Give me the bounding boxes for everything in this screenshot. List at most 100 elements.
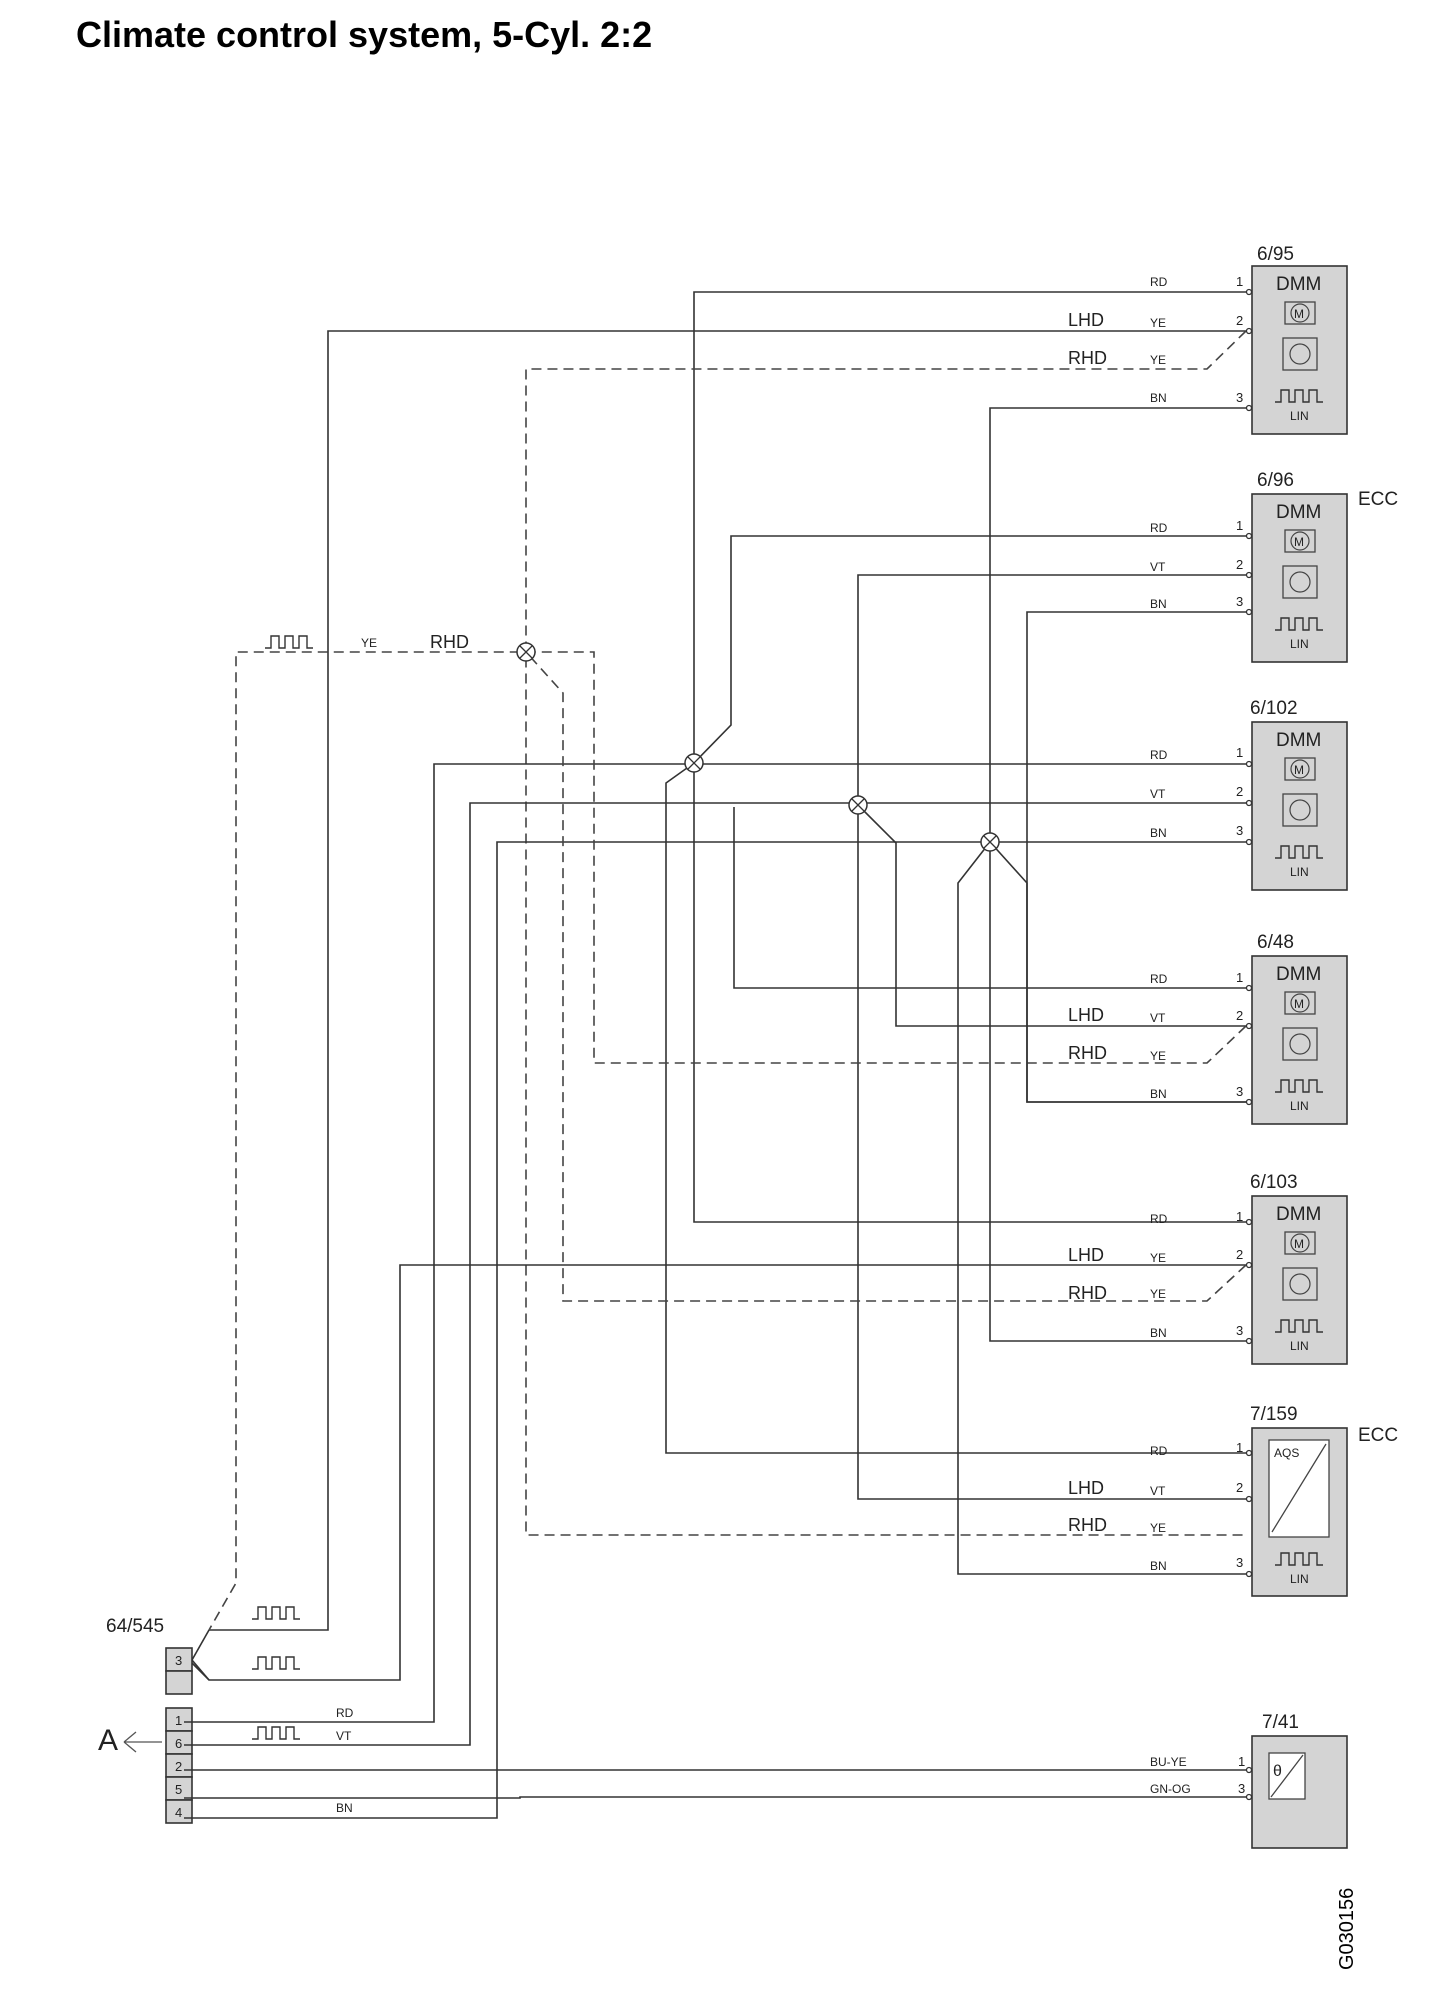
component-7-41: 7/41 θ 1 3 — [1238, 1712, 1348, 1849]
pin-number: 1 — [1236, 745, 1243, 760]
wire-ye-rhd-6-95 — [525, 330, 1247, 1536]
splice-rd — [684, 753, 704, 773]
connector-pin-number: 1 — [175, 1713, 182, 1728]
component-6-48: 6/48 DMM M LIN 1 2 3 — [1236, 932, 1348, 1125]
pin-number: 2 — [1236, 1480, 1243, 1495]
option-label: RHD — [1068, 348, 1107, 368]
wire-label: RD — [1150, 748, 1168, 762]
wire-label: YE — [1150, 353, 1166, 367]
wire-ye-lhd-6-95 — [209, 330, 1246, 1631]
sensor-icon — [1289, 799, 1311, 821]
option-label: RHD — [430, 632, 469, 652]
option-label: RHD — [1068, 1283, 1107, 1303]
wire-label: BN — [1150, 826, 1167, 840]
pin-stubs — [1245, 288, 1253, 1801]
component-id: 6/95 — [1257, 244, 1294, 265]
pin-number: 3 — [1236, 390, 1243, 405]
option-label: RHD — [1068, 1515, 1107, 1535]
component-id: 7/41 — [1262, 1712, 1299, 1733]
wire-label: VT — [1150, 787, 1166, 801]
wire-ye-lhd-6-103 — [191, 1264, 1246, 1681]
motor-letter: M — [1294, 535, 1304, 549]
pin-number: 3 — [1236, 594, 1243, 609]
arrow-label: A — [98, 1724, 118, 1757]
pin-number: 1 — [1236, 518, 1243, 533]
pin-number: 3 — [1236, 823, 1243, 838]
component-id: 7/159 — [1250, 1404, 1298, 1425]
lin-signal-icon — [251, 1606, 301, 1620]
wire-bn-6-95 — [989, 407, 1246, 1342]
option-label: LHD — [1068, 1478, 1104, 1498]
connector-pin-number: 2 — [175, 1759, 182, 1774]
wire-label: GN-OG — [1150, 1782, 1191, 1796]
bus-label: LIN — [1290, 637, 1309, 651]
wire-ye-rhd-6-48 — [208, 651, 1247, 1631]
motor-letter: M — [1294, 763, 1304, 777]
wire-rd-6-95 — [665, 291, 1246, 1454]
wire-label: YE — [1150, 316, 1166, 330]
wire-label: RD — [1150, 1212, 1168, 1226]
pin-number: 3 — [1236, 1555, 1243, 1570]
wire-rd-6-96 — [693, 535, 1246, 1223]
wire-label: RD — [1150, 1444, 1168, 1458]
component-name: DMM — [1276, 502, 1321, 523]
component-tag: ECC — [1358, 1425, 1398, 1446]
lin-signal-icon — [264, 635, 314, 649]
option-label: LHD — [1068, 1005, 1104, 1025]
bus-label: LIN — [1290, 409, 1309, 423]
wire-vt-6-48 — [857, 804, 1246, 1027]
connector-pin-number: 5 — [175, 1782, 182, 1797]
sensor-icon — [1289, 343, 1311, 365]
component-name: DMM — [1276, 1204, 1321, 1225]
wire-vt-6-102 — [184, 802, 1246, 1746]
splice-rhd — [516, 642, 536, 662]
component-box — [1251, 493, 1348, 663]
motor-icon — [1290, 993, 1310, 1013]
motor-icon — [1290, 1233, 1310, 1253]
splice-points — [516, 642, 1000, 852]
connector-wire-label: VT — [336, 1729, 352, 1743]
theta-symbol: θ — [1273, 1763, 1282, 1780]
component-tag: ECC — [1358, 489, 1398, 510]
component-box — [1251, 721, 1348, 891]
wire-label: YE — [1150, 1521, 1166, 1535]
pin-number: 2 — [1236, 1247, 1243, 1262]
option-label: RHD — [1068, 1043, 1107, 1063]
lin-signal-icon — [251, 1656, 301, 1670]
wire-gn-og-7-41 — [184, 1796, 1246, 1799]
wire-label: BN — [1150, 1559, 1167, 1573]
component-6-103: 6/103 DMM M LIN 1 2 3 — [1236, 1172, 1348, 1365]
motor-letter: M — [1294, 997, 1304, 1011]
connector-pin — [165, 1670, 193, 1695]
wire-label: RD — [1150, 972, 1168, 986]
pin-number: 3 — [1236, 1084, 1243, 1099]
bus-label: LIN — [1290, 1339, 1309, 1353]
wire-label: BN — [1150, 1326, 1167, 1340]
wire-label: BN — [1150, 597, 1167, 611]
bus-label: LIN — [1290, 1572, 1309, 1586]
pin-number: 3 — [1238, 1781, 1245, 1796]
connector-pin-number: 4 — [175, 1805, 182, 1820]
component-6-95: 6/95 DMM M LIN 1 2 3 — [1236, 244, 1348, 435]
wire-label: BN — [1150, 391, 1167, 405]
pin-number: 2 — [1236, 784, 1243, 799]
wire-bn-6-102 — [184, 841, 1246, 1819]
option-label: LHD — [1068, 1245, 1104, 1265]
motor-letter: M — [1294, 307, 1304, 321]
drawing-code: G030156 — [1336, 1887, 1358, 1970]
wire-label: VT — [1150, 1011, 1166, 1025]
page-title: Climate control system, 5-Cyl. 2:2 — [76, 14, 653, 55]
connector-pin-number: 3 — [175, 1653, 182, 1668]
component-6-96: 6/96 ECC DMM M LIN 1 2 3 — [1236, 470, 1398, 663]
pin-number: 1 — [1236, 274, 1243, 289]
wire-label: VT — [1150, 1484, 1166, 1498]
component-7-159: 7/159 ECC AQS LIN 1 2 3 — [1236, 1404, 1398, 1597]
wires — [184, 291, 1247, 1819]
component-name: AQS — [1274, 1446, 1299, 1460]
connector-wire-label: BN — [336, 1801, 353, 1815]
sensor-icon — [1289, 571, 1311, 593]
motor-icon — [1290, 759, 1310, 779]
wire-label: BN — [1150, 1087, 1167, 1101]
wire-ye-rhd-6-103 — [525, 651, 1247, 1302]
